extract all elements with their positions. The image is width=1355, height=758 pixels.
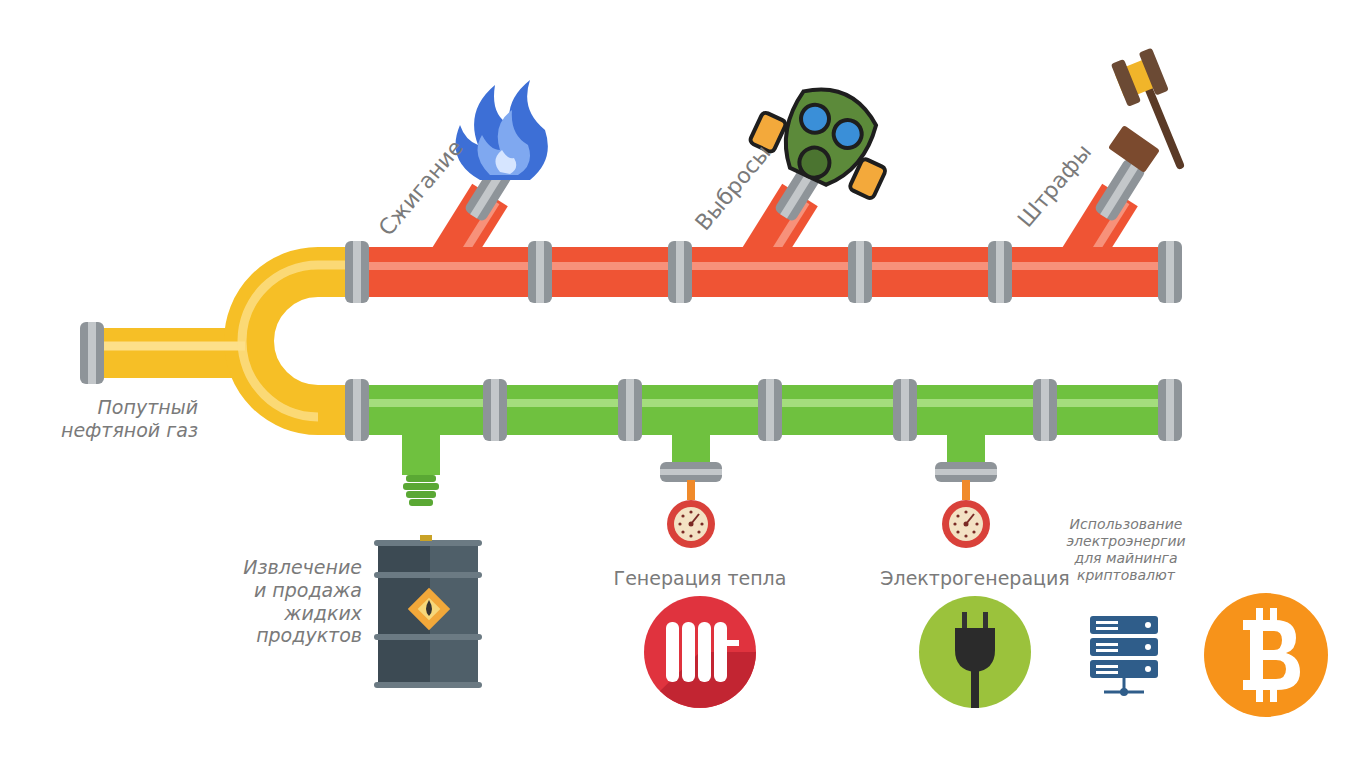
- power-label: Электрогенерация: [880, 567, 1070, 590]
- mining-label: Использование электроэнергии для майнинг…: [1051, 516, 1201, 583]
- heat-label: Генерация тепла: [614, 567, 787, 590]
- product-label: Извлечение и продажа жидких продуктов: [227, 556, 362, 647]
- source-label: Попутный нефтяной газ: [23, 396, 198, 442]
